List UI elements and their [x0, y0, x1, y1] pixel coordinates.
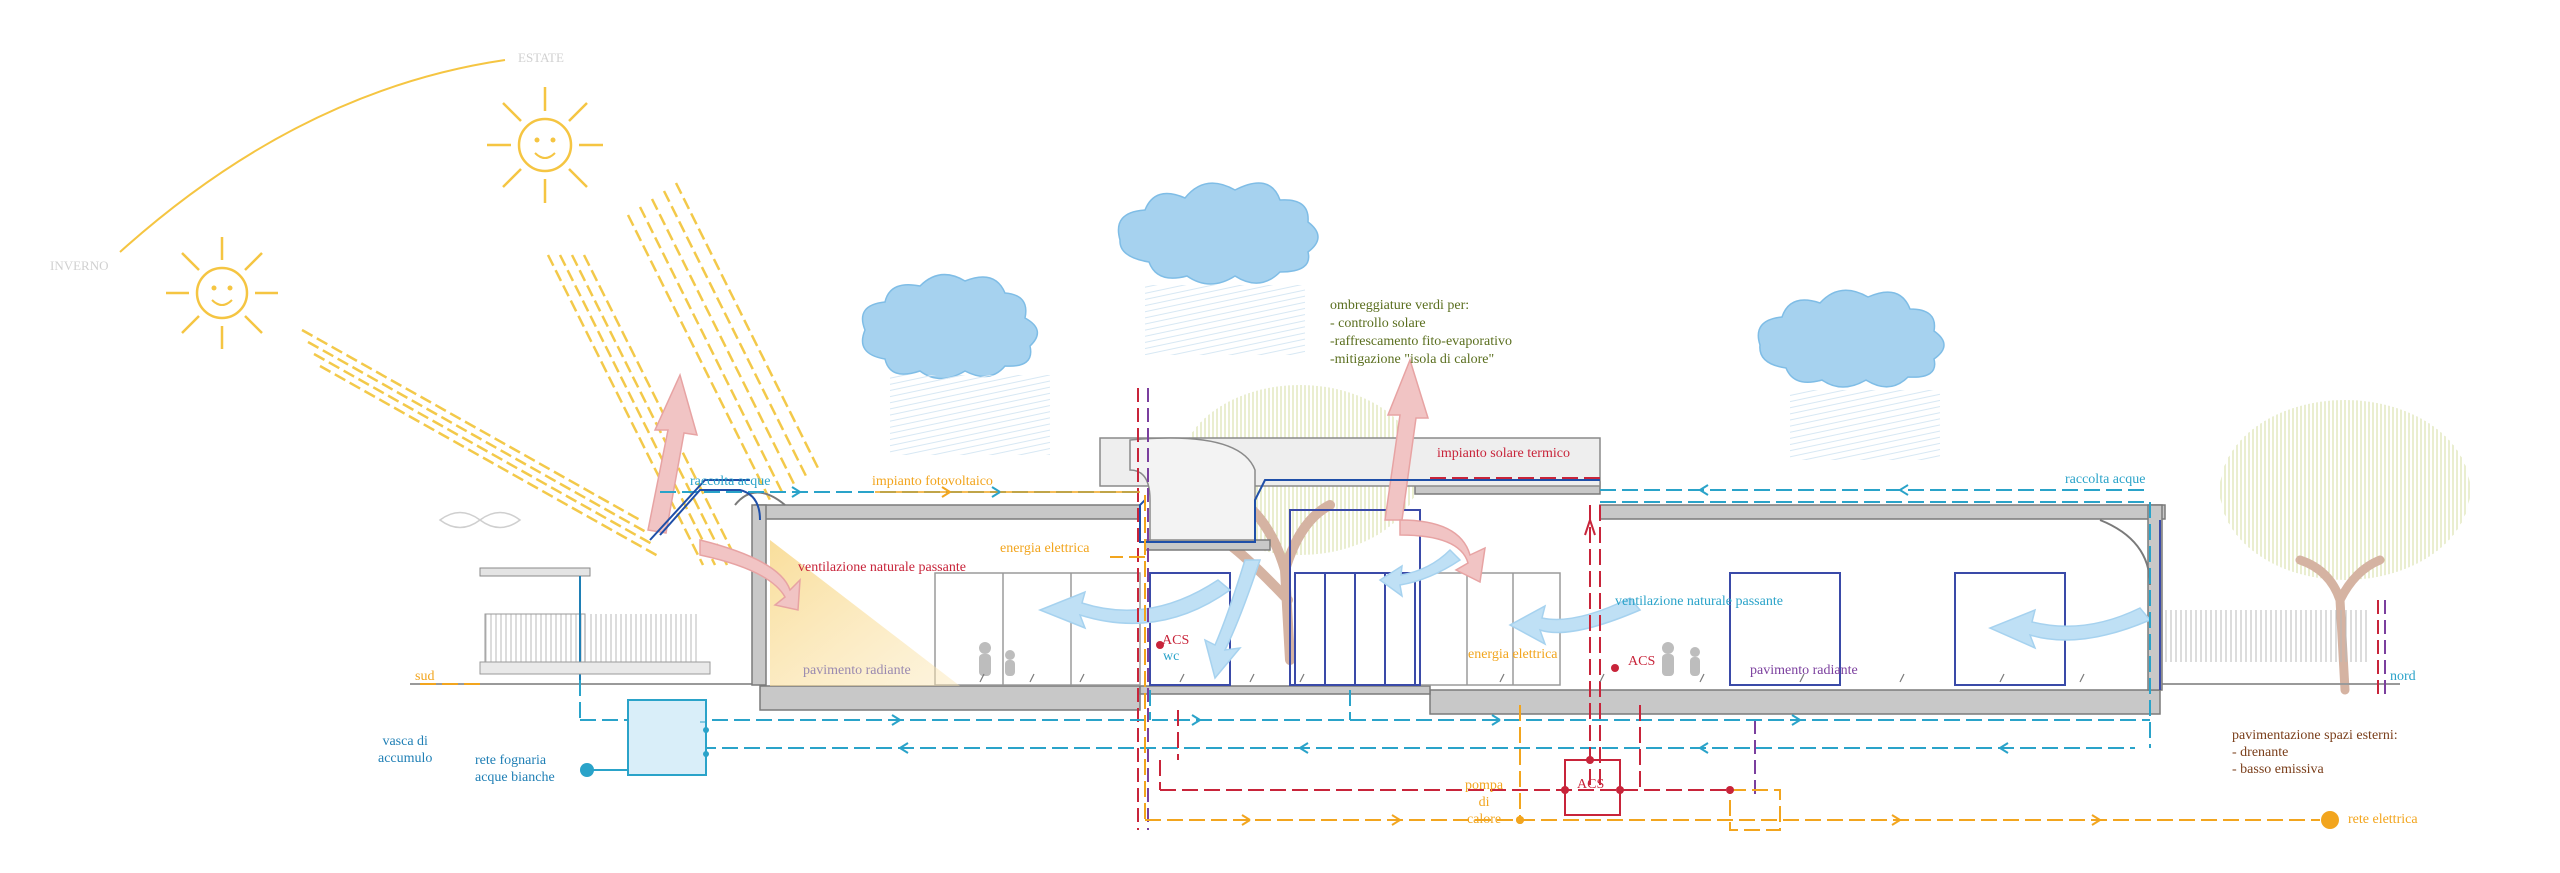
label-acs-3: ACS — [1577, 777, 1605, 792]
cloud-3-rain — [1790, 390, 1940, 460]
label-impianto-solare-termico: impianto solare termico — [1437, 446, 1570, 461]
label-impianto-fotovoltaico: impianto fotovoltaico — [872, 474, 993, 489]
sun-wedge — [770, 540, 960, 686]
section-lines — [1137, 388, 2386, 830]
cloud-3 — [1757, 289, 1945, 388]
label-inverno: INVERNO — [50, 258, 109, 273]
sun-path-arc — [119, 59, 506, 253]
central-canopy — [1129, 437, 1256, 541]
label-ventilazione-right: ventilazione naturale passante — [1615, 594, 1783, 609]
label-ombreggiature: ombreggiature verdi per: - controllo sol… — [1330, 298, 1513, 367]
cloud-2 — [1117, 182, 1319, 285]
electric-lines — [420, 491, 2320, 831]
water-tank — [580, 699, 709, 777]
left-fence — [438, 511, 711, 680]
summer-sun-icon — [487, 87, 603, 203]
label-raccolta-acque-left: raccolta acque — [690, 474, 771, 489]
label-nord: nord — [2390, 669, 2416, 684]
label-acs-2: ACS — [1628, 654, 1656, 669]
electric-arrows — [941, 486, 2101, 826]
radiant-floor-ticks — [979, 673, 2085, 683]
label-vasca: vasca di accumulo — [378, 734, 433, 766]
cool-vent-arrows — [1037, 548, 2152, 680]
blue-pipes — [649, 479, 1600, 543]
label-pavimentazione: pavimentazione spazi esterni: - drenante… — [2232, 728, 2398, 777]
label-pavimento-radiante-right: pavimento radiante — [1750, 663, 1858, 678]
right-fence — [2160, 610, 2370, 662]
grid-connection-icon — [2321, 811, 2339, 829]
cloud-2-rain — [1145, 285, 1305, 355]
rainwater-lines — [579, 489, 2151, 749]
label-ventilazione-left: ventilazione naturale passante — [798, 560, 966, 575]
people-figures — [979, 642, 1700, 676]
label-rete-elettrica: rete elettrica — [2348, 812, 2418, 827]
cloud-1-rain — [890, 375, 1050, 455]
label-rete-fognaria: rete fognaria acque bianche — [475, 753, 555, 785]
label-energia-elettrica-mid: energia elettrica — [1468, 647, 1558, 662]
building-structure — [751, 481, 2166, 715]
tree-right — [2220, 400, 2470, 695]
label-raccolta-acque-right: raccolta acque — [2065, 472, 2146, 487]
label-sud: sud — [415, 669, 435, 684]
winter-sun-rays — [301, 328, 659, 558]
cloud-1 — [861, 273, 1039, 380]
label-estate: ESTATE — [518, 50, 564, 65]
summer-sun-rays — [546, 182, 820, 566]
label-energia-elettrica-top: energia elettrica — [1000, 541, 1090, 556]
label-pavimento-radiante-left: pavimento radiante — [803, 663, 911, 678]
flow-arrows — [791, 484, 2009, 754]
winter-sun-icon — [166, 237, 278, 349]
label-acs-1: ACS — [1162, 633, 1190, 648]
label-wc: wc — [1163, 649, 1180, 664]
label-pompa-di-calore: pompa di calore — [1465, 778, 1504, 827]
heat-lines — [1159, 477, 1730, 791]
